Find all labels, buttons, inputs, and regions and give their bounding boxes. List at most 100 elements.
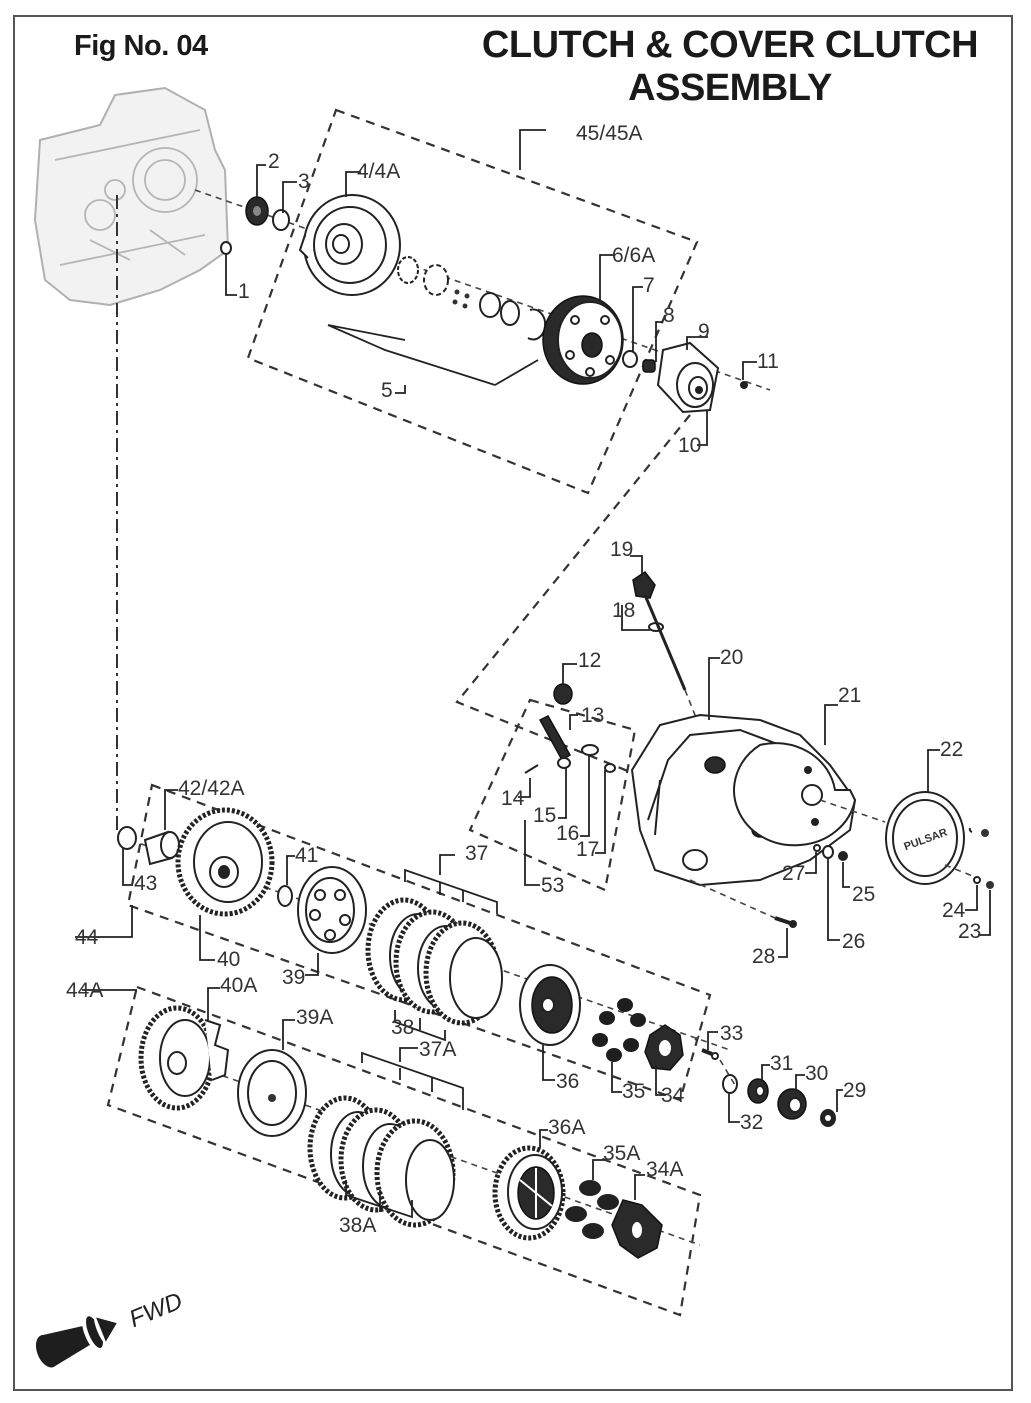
callout-1: 1 [238,280,250,303]
callout-13: 13 [581,704,604,727]
callout-35: 35 [622,1080,645,1103]
callout-34A: 34A [646,1158,683,1181]
part-42-bush [143,830,180,866]
callout-39: 39 [282,966,305,989]
part-36A-pressure-plate [492,1145,566,1241]
callout-8: 8 [663,304,675,327]
callout-45: 45/45A [576,122,643,145]
callout-2: 2 [268,150,280,173]
part-27-oring [813,844,821,852]
part-24-washer [973,876,981,884]
callout-21: 21 [838,684,861,707]
callout-28: 28 [752,945,775,968]
part-34A-lifter-plate [611,1199,663,1259]
part-35-springs [592,998,646,1062]
part-32-washer [722,1074,738,1094]
part-31-bearing [747,1078,769,1104]
callout-19: 19 [610,538,633,561]
part-40-clutch-housing [175,807,275,917]
figure-title: CLUTCH & COVER CLUTCH ASSEMBLY [440,24,1020,110]
callout-26: 26 [842,930,865,953]
callout-5: 5 [381,379,393,402]
callout-22: 22 [940,738,963,761]
callout-40A: 40A [220,974,257,997]
callout-17: 17 [576,838,599,861]
part-21-cover-disc [733,742,857,847]
callout-14: 14 [501,787,525,810]
callout-37: 37 [465,842,488,865]
callout-10: 10 [678,434,701,457]
callout-4: 4/4A [357,160,400,183]
callout-31: 31 [770,1052,793,1075]
group-44-boundary [126,783,712,1102]
part-25-nut [838,851,848,861]
callout-41: 41 [295,844,318,867]
part-13-15-lever [524,715,572,774]
part-23-bolt [986,881,994,889]
part-19-filler-cap [632,570,656,599]
callout-33: 33 [720,1022,743,1045]
part-2 [245,196,269,226]
figure-title-line1: CLUTCH & COVER CLUTCH [481,24,979,66]
callout-42: 42/42A [178,777,245,800]
part-43-washer [117,826,137,850]
group-45-boundary [246,108,699,495]
part-35A-springs [565,1180,619,1239]
figure-frame [13,15,1013,1391]
part-29-nut [820,1109,836,1127]
part-22-screw [968,827,989,837]
part-4-clutch-drum [298,194,401,296]
part-36-pressure-plate [519,964,581,1046]
part-39A-clutch-center [237,1049,307,1137]
part-11-bolt [740,381,748,389]
callout-32: 32 [740,1111,763,1134]
figure-title-line2: ASSEMBLY [628,67,832,109]
callout-37A: 37A [419,1038,456,1061]
part-22-emblem-cover: PULSAR [885,791,965,885]
part-30-cam [777,1088,807,1120]
part-16-17-pin [581,744,616,773]
part-37-38-clutch-plates [365,897,503,1026]
callout-36: 36 [556,1070,579,1093]
crankcase-ghost [33,86,230,307]
callout-3: 3 [298,170,310,193]
callout-44A: 44A [66,979,103,1002]
callout-11: 11 [757,350,779,373]
callout-30: 30 [805,1062,828,1085]
callout-labels: 1 2 3 4/4A 5 6/6A 7 8 9 10 11 12 13 14 1… [66,122,981,1237]
callout-20: 20 [720,646,743,669]
callout-39A: 39A [296,1006,333,1029]
part-41-washer [277,885,293,907]
part-37A-38A-clutch-plates [307,1095,456,1228]
callout-44: 44 [75,926,99,949]
part-18-dipstick [643,594,687,691]
part-6-clutch-hub [542,295,624,385]
part-1 [220,241,232,255]
callout-40: 40 [217,948,240,971]
callout-38: 38 [391,1016,414,1039]
part-12-seal [553,683,573,705]
figure-number: Fig No. 04 [74,30,208,62]
part-5-components [397,256,547,341]
part-33-bolt [701,1048,719,1060]
callout-7: 7 [643,274,655,297]
fwd-label: FWD [125,1288,186,1334]
callout-24: 24 [942,899,966,922]
callout-16: 16 [556,822,579,845]
callout-53: 53 [541,874,564,897]
callout-36A: 36A [548,1116,585,1139]
part-26-washer [822,845,834,859]
leader-lines [75,129,991,1200]
group-53-boundary [468,698,637,892]
part-8-spring [642,359,656,373]
callout-9: 9 [698,320,710,343]
callout-12: 12 [578,649,601,672]
callout-34: 34 [661,1084,685,1107]
callout-43: 43 [134,872,157,895]
part-9-10-housing [656,341,720,414]
callout-29: 29 [843,1079,866,1102]
callout-38A: 38A [339,1214,376,1237]
part-34-lifter-plate [644,1024,684,1071]
callout-27: 27 [782,862,805,885]
part-40A-clutch-housing [138,1005,230,1111]
